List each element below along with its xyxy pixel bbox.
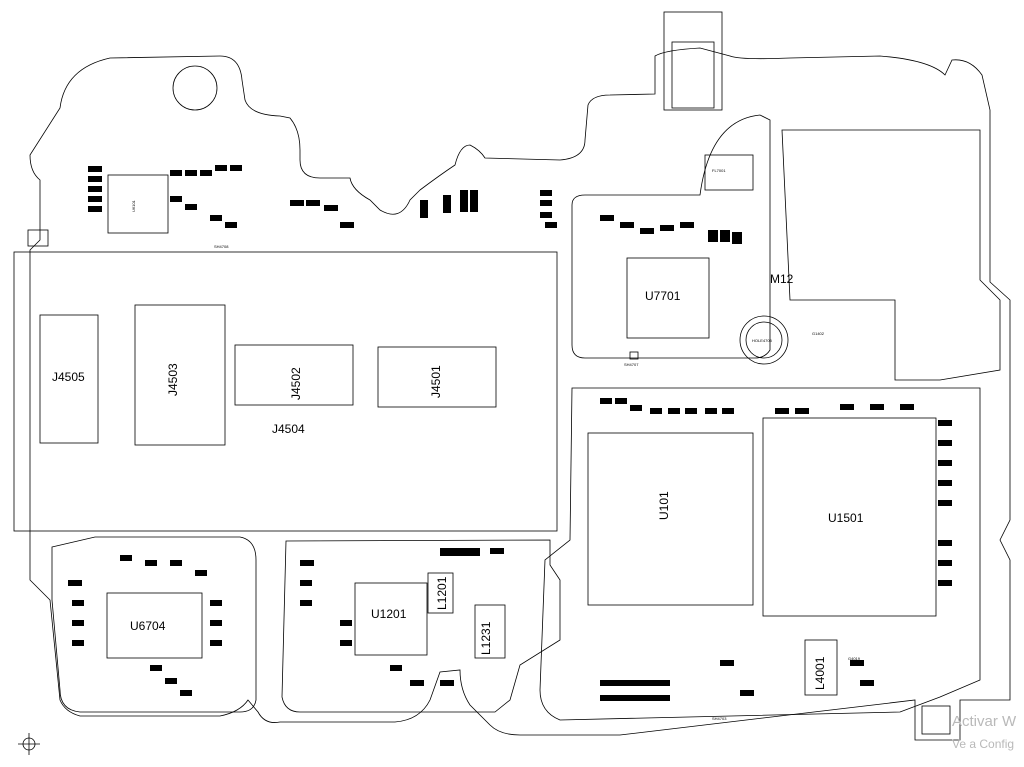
alignment-circle (172, 65, 218, 111)
u6101-outline (107, 174, 169, 234)
label-sh4708: SH4708 (214, 244, 229, 249)
top-connector-inner (671, 41, 715, 109)
label-u6101: U6101 (131, 199, 136, 212)
j4504-outline (13, 251, 558, 532)
label-u101: U101 (657, 491, 671, 520)
shield-frame-3 (539, 387, 981, 721)
sh4707-outline (629, 351, 639, 360)
shield-frame-2 (281, 539, 561, 713)
shield-frame-4 (571, 114, 771, 359)
label-l1231: L1231 (479, 621, 493, 655)
label-j4502: J4502 (289, 367, 303, 400)
label-u7701: U7701 (645, 289, 681, 303)
u1201-outline (354, 582, 428, 656)
corner-marker-right (921, 705, 951, 735)
l4001-outline (804, 639, 838, 696)
label-j4501: J4501 (429, 365, 443, 398)
label-u1201: U1201 (371, 607, 407, 621)
fl7001-outline (704, 154, 754, 191)
watermark-line-1: Activar W (952, 713, 1017, 730)
j4505-outline (39, 314, 99, 444)
label-sh4707: SH4707 (624, 362, 639, 367)
shield-frame-5 (781, 129, 1001, 381)
u1501-outline (762, 417, 937, 617)
j4503-outline (134, 304, 226, 446)
u6704-outline (106, 592, 203, 659)
top-connector-outline (663, 11, 723, 111)
label-u1501: U1501 (828, 511, 864, 525)
label-j4505: J4505 (52, 370, 85, 384)
label-j4504: J4504 (272, 422, 305, 436)
l1231-outline (474, 604, 506, 659)
label-hole: HOLE4705 (752, 338, 773, 343)
mounting-hole (739, 315, 789, 365)
shield-frame-1 (51, 536, 257, 713)
l1201-outline (427, 572, 454, 614)
label-j4503: J4503 (166, 363, 180, 396)
u101-outline (587, 432, 754, 606)
label-sh4703: SH4703 (712, 716, 727, 721)
label-l4001: L4001 (813, 656, 827, 690)
label-m12: M12 (770, 272, 794, 286)
label-fl7001: FL7001 (712, 168, 726, 173)
label-u6704: U6704 (130, 619, 166, 633)
j4501-outline (377, 346, 497, 408)
j4502-outline (234, 344, 354, 406)
corner-marker-left (27, 229, 49, 247)
label-l1201: L1201 (435, 576, 449, 610)
mounting-hole-inner (745, 321, 783, 359)
watermark-line-2: Ve a Config (952, 737, 1015, 751)
label-g1402: G1402 (812, 331, 825, 336)
label-g4019: G4019 (848, 656, 861, 661)
u7701-outline (626, 257, 710, 339)
board-outline (29, 47, 1011, 741)
